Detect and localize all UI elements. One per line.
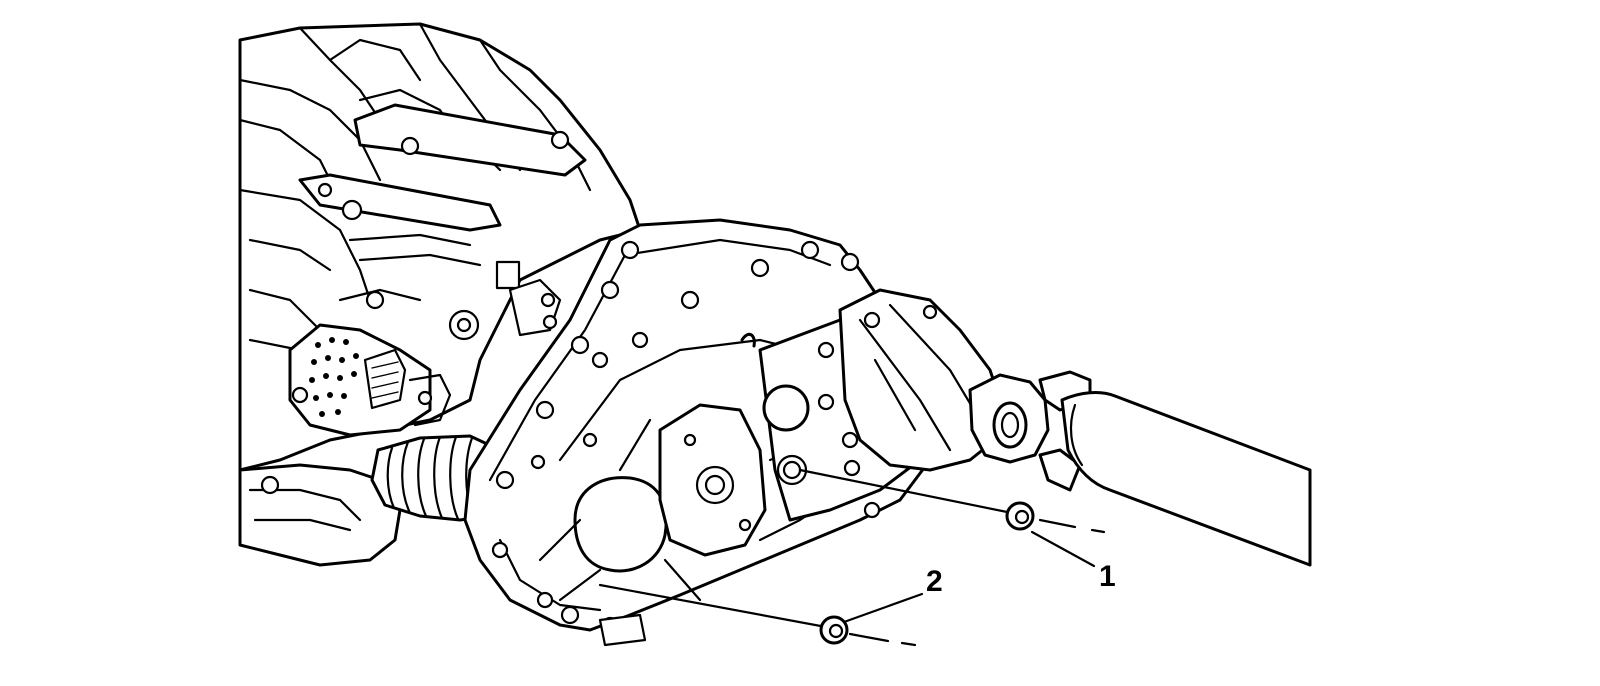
leader-line-1 xyxy=(798,468,1106,568)
rear-propshaft xyxy=(1060,391,1312,567)
nut-2-icon xyxy=(819,615,849,645)
leader-line-2 xyxy=(598,583,924,647)
extension-housing xyxy=(838,288,1092,492)
callout-1-label: 1 xyxy=(1099,560,1116,593)
output-plug xyxy=(762,384,810,432)
valve-body-module xyxy=(288,323,452,437)
callout-2-label: 2 xyxy=(926,565,943,598)
flange-bolts xyxy=(491,240,860,634)
rear-cover-disc xyxy=(573,476,668,573)
transmission-lower-case xyxy=(238,463,402,567)
nut-1-icon xyxy=(1005,501,1035,531)
